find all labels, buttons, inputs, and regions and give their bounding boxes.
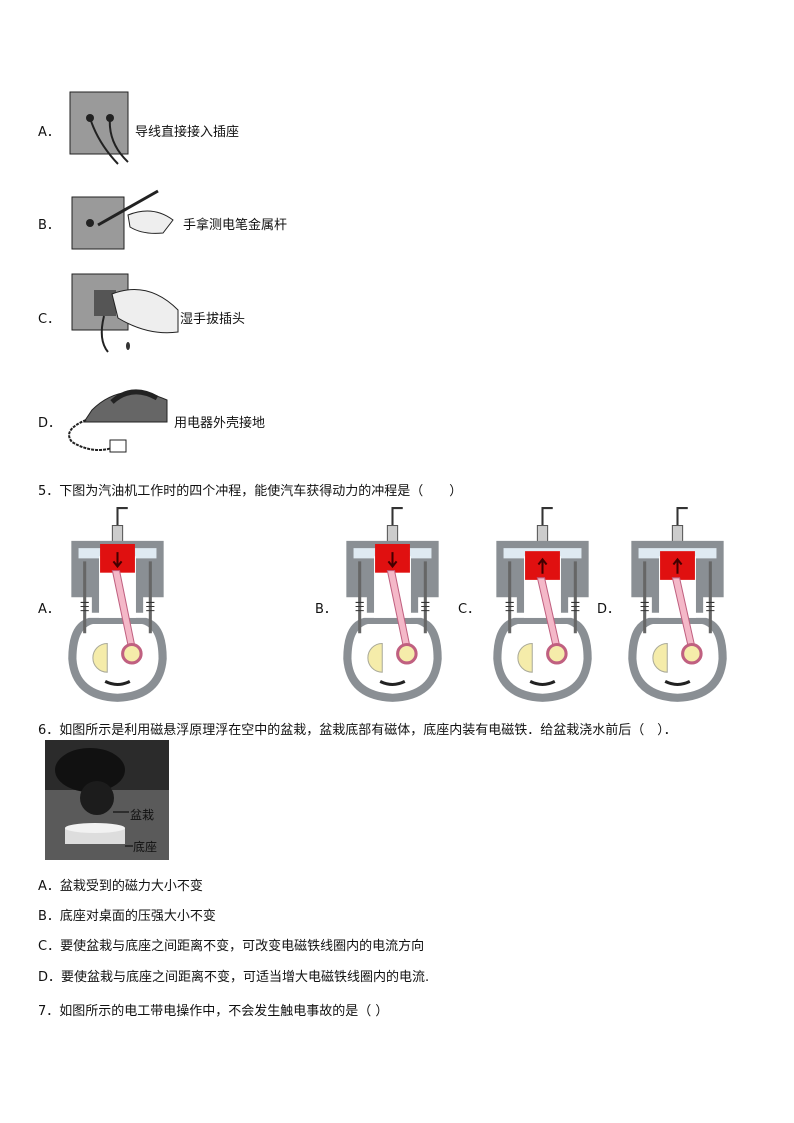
q5-option-letter: D． <box>597 602 621 617</box>
option-text: 盆栽受到的磁力大小不变 <box>59 879 203 894</box>
q5-stem: 5．下图为汽油机工作时的四个冲程，能使汽车获得动力的冲程是（ ） <box>38 484 463 499</box>
q6-option-a: A．盆栽受到的磁力大小不变 <box>38 875 203 894</box>
grounded-iron-image <box>68 389 168 453</box>
q4-option-c-text: 湿手拔插头 <box>180 312 246 327</box>
photo-label-base: 底座 <box>133 840 158 854</box>
hand-tester-pen-image <box>71 189 174 250</box>
engine-stroke-diagram <box>625 505 730 709</box>
q4-option-d-letter: D． <box>38 416 62 431</box>
option-text: 底座对桌面的压强大小不变 <box>59 909 216 924</box>
engine-stroke-diagram <box>340 505 445 709</box>
q4-option-a-letter: A． <box>38 125 60 140</box>
q6-option-b: B．底座对桌面的压强大小不变 <box>38 905 216 924</box>
engine-stroke-diagram <box>490 505 595 709</box>
q6-stem: 6．如图所示是利用磁悬浮原理浮在空中的盆栽，盆栽底部有磁体，底座内装有电磁铁．给… <box>38 723 677 738</box>
option-letter: D． <box>38 970 62 985</box>
q4-option-c-letter: C． <box>38 312 61 327</box>
wet-hand-plug-image <box>71 273 179 353</box>
q4-option-a-text: 导线直接接入插座 <box>135 125 240 140</box>
q5-option-letter: A． <box>38 602 60 617</box>
option-letter: B． <box>38 909 60 924</box>
option-letter: C． <box>38 939 61 954</box>
maglev-plant-photo <box>45 740 169 860</box>
option-text: 要使盆栽与底座之间距离不变，可改变电磁铁线圈内的电流方向 <box>60 939 425 954</box>
q5-option-letter: C． <box>458 602 481 617</box>
engine-stroke-diagram <box>65 505 170 709</box>
q4-option-b-letter: B． <box>38 218 60 233</box>
q7-stem: 7．如图所示的电工带电操作中，不会发生触电事故的是（ ） <box>38 1004 389 1019</box>
q4-option-d-text: 用电器外壳接地 <box>174 416 266 431</box>
q6-option-c: C．要使盆栽与底座之间距离不变，可改变电磁铁线圈内的电流方向 <box>38 935 424 954</box>
photo-label-pot: 盆栽 <box>130 808 155 822</box>
q5-option-letter: B． <box>315 602 337 617</box>
q6-option-d: D．要使盆栽与底座之间距离不变，可适当增大电磁铁线圈内的电流. <box>38 966 429 985</box>
option-letter: A． <box>38 879 60 894</box>
option-text: 要使盆栽与底座之间距离不变，可适当增大电磁铁线圈内的电流. <box>61 970 430 985</box>
q4-option-b-text: 手拿测电笔金属杆 <box>183 218 288 233</box>
socket-wire-image <box>69 91 129 165</box>
